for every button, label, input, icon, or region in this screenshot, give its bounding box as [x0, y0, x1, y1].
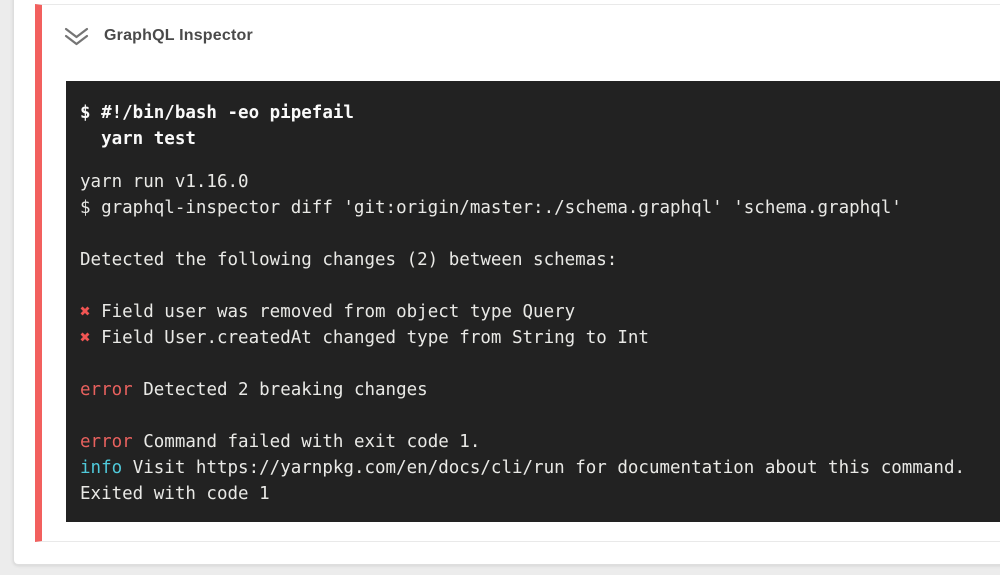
terminal-line: yarn run v1.16.0: [80, 172, 249, 192]
terminal-log: $ #!/bin/bash -eo pipefail yarn test yar…: [66, 81, 1000, 522]
terminal-line: [80, 403, 1000, 429]
terminal-output: yarn run v1.16.0 $ graphql-inspector diff…: [80, 169, 1000, 507]
terminal-line: yarn test: [80, 129, 196, 149]
failed-step-section: GraphQL Inspector $ #!/bin/bash -eo pipe…: [35, 4, 1000, 542]
terminal-line: [80, 221, 1000, 247]
terminal-line: Exited with code 1: [80, 484, 270, 504]
step-header[interactable]: GraphQL Inspector: [42, 5, 1000, 48]
terminal-line: [80, 273, 1000, 299]
terminal-line: error Command failed with exit code 1.: [80, 432, 481, 452]
terminal-command: $ #!/bin/bash -eo pipefail yarn test: [80, 100, 1000, 152]
terminal-line: error Detected 2 breaking changes: [80, 380, 428, 400]
terminal-line: $ #!/bin/bash -eo pipefail: [80, 103, 354, 123]
terminal-line: info Visit https://yarnpkg.com/en/docs/c…: [80, 458, 966, 478]
build-step-card: GraphQL Inspector $ #!/bin/bash -eo pipe…: [13, 0, 1000, 565]
terminal-line: [80, 351, 1000, 377]
chevrons-down-icon[interactable]: [63, 26, 90, 47]
terminal-line: Detected the following changes (2) betwe…: [80, 250, 618, 270]
terminal-line: ✖ Field user was removed from object typ…: [80, 302, 576, 322]
terminal-line: $ graphql-inspector diff 'git:origin/mas…: [80, 198, 902, 218]
step-title: GraphQL Inspector: [104, 27, 253, 44]
terminal-line: ✖ Field User.createdAt changed type from…: [80, 328, 649, 348]
